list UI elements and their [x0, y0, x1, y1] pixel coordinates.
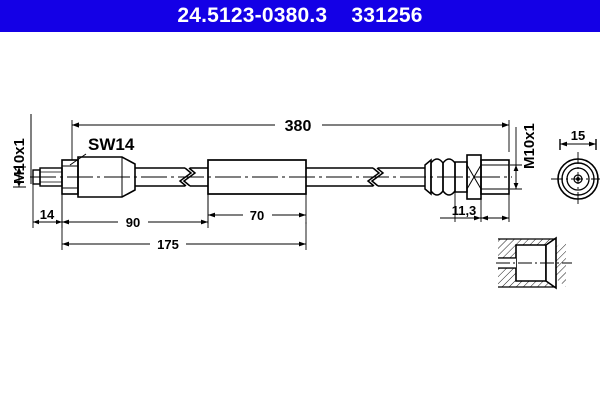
dimension-sleeve-length: 70: [207, 194, 307, 224]
dimension-right-fitting: 11,3: [440, 192, 510, 222]
dimension-overall-length: 380: [71, 118, 510, 160]
header-bar: [0, 0, 600, 32]
dimension-left-section: 90: [61, 194, 209, 230]
hose-segment-left: [135, 167, 185, 187]
dimension-sleeve-length-text: 70: [250, 208, 264, 223]
dimension-left-section-text: 90: [126, 215, 140, 230]
section-detail-view: [496, 236, 572, 290]
dimension-end-view-width: 15: [559, 128, 597, 150]
technical-drawing-canvas: M10x1: [0, 32, 600, 400]
dimension-right-fitting-text: 11,3: [452, 203, 477, 218]
right-thread-label: M10x1: [521, 123, 538, 169]
dimension-thread-length-text: 14: [40, 207, 55, 222]
wrench-size-label-group: SW14: [69, 135, 135, 166]
wrench-size-label: SW14: [88, 135, 135, 154]
dimension-end-view-width-text: 15: [571, 128, 585, 143]
left-thread-label: M10x1: [11, 138, 28, 184]
hose-segment-mid: [190, 167, 208, 187]
page-title: 24.5123-0380.3 331256: [177, 4, 423, 27]
hose-segment-end: [378, 167, 425, 187]
dimension-left-total: 175: [61, 222, 307, 252]
right-thread-label-group: M10x1: [510, 123, 538, 190]
left-thread-label-group: M10x1: [11, 114, 32, 188]
dimension-overall-length-text: 380: [285, 118, 312, 135]
hose-segment-right: [306, 167, 373, 187]
dimension-left-total-text: 175: [157, 237, 179, 252]
end-view-circles: [551, 152, 600, 206]
dimension-thread-length: 14: [32, 184, 63, 228]
